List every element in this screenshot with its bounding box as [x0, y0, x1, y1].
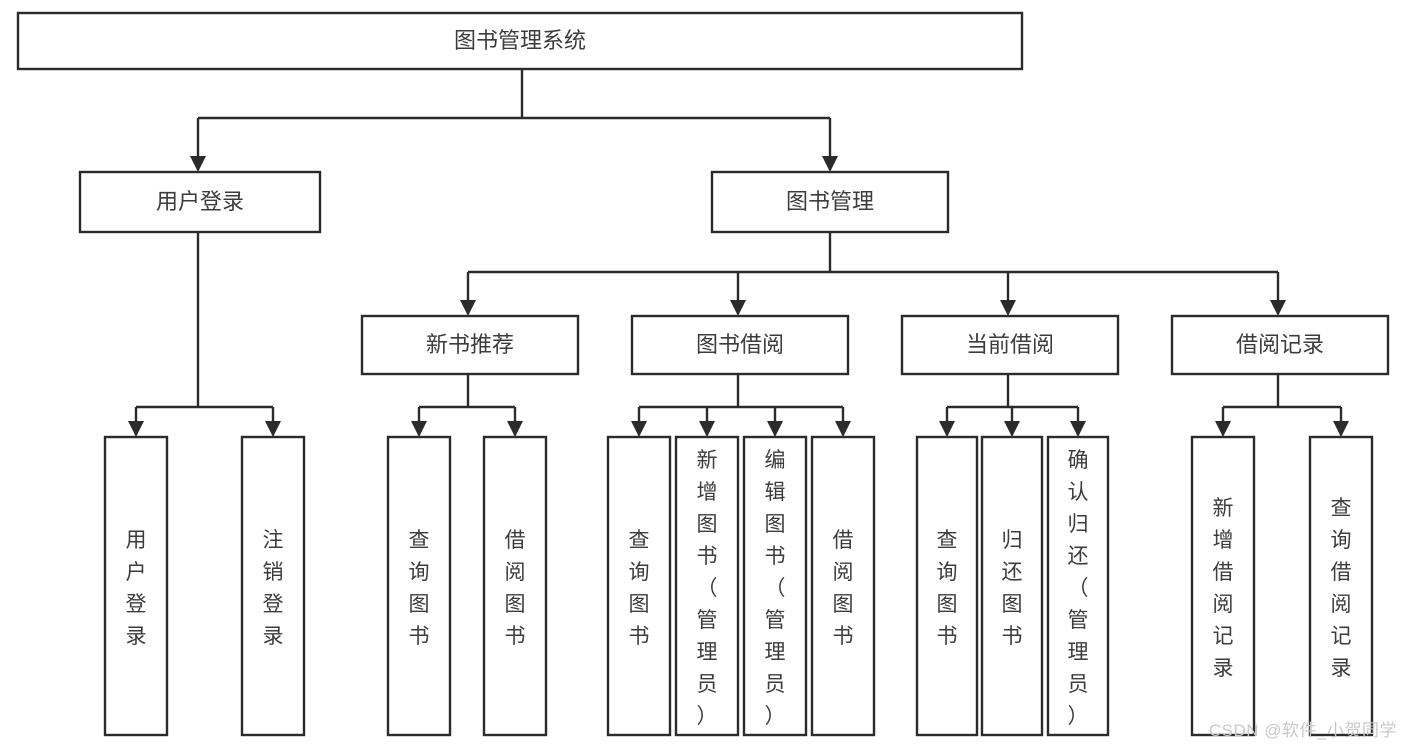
node-leaf-1[interactable]: 注销登录 [240, 435, 306, 737]
node-leaf-4-label: 查询图书 [629, 529, 650, 648]
node-level2-3-label: 借阅记录 [1236, 332, 1324, 357]
arrow-head-icon [939, 421, 955, 437]
connectors-layer [128, 69, 1349, 437]
node-leaf-9-box[interactable] [980, 435, 1044, 737]
node-leaf-3-label: 借阅图书 [505, 529, 526, 648]
arrow-head-icon [1000, 300, 1016, 316]
arrow-head-icon [1270, 300, 1286, 316]
arrow-head-icon [822, 156, 838, 172]
node-leaf-12-box[interactable] [1308, 435, 1374, 737]
node-level2-2[interactable]: 当前借阅 [900, 314, 1120, 376]
arrow-head-icon [1070, 421, 1086, 437]
arrow-head-icon [1215, 421, 1231, 437]
node-root-system-label: 图书管理系统 [454, 28, 586, 53]
node-level1-0-label: 用户登录 [156, 189, 244, 214]
node-leaf-2-label: 查询图书 [409, 529, 430, 648]
arrow-head-icon [128, 421, 144, 437]
node-leaf-6-box[interactable] [742, 435, 808, 737]
node-level2-1-label: 图书借阅 [696, 332, 784, 357]
arrow-head-icon [265, 421, 281, 437]
node-leaf-11-label: 新增借阅记录 [1213, 497, 1234, 680]
arrow-head-icon [699, 421, 715, 437]
node-leaf-1-label: 注销登录 [263, 529, 284, 648]
node-leaf-4-box[interactable] [606, 435, 672, 737]
node-level2-0-box[interactable] [360, 314, 580, 376]
node-level2-2-box[interactable] [900, 314, 1120, 376]
node-level2-0-label: 新书推荐 [426, 332, 514, 357]
node-leaf-10[interactable]: 确认归还（管理员） [1046, 435, 1110, 737]
arrow-head-icon [631, 421, 647, 437]
node-leaf-6-label: 编辑图书（管理员） [765, 449, 786, 728]
node-root-system-box[interactable] [16, 11, 1024, 71]
node-level2-3[interactable]: 借阅记录 [1170, 314, 1390, 376]
node-leaf-11-box[interactable] [1190, 435, 1256, 737]
node-leaf-4[interactable]: 查询图书 [606, 435, 672, 737]
node-level2-3-box[interactable] [1170, 314, 1390, 376]
arrow-head-icon [411, 421, 427, 437]
arrow-head-icon [460, 300, 476, 316]
arrow-head-icon [730, 300, 746, 316]
node-level1-0-box[interactable] [78, 170, 322, 234]
node-leaf-5[interactable]: 新增图书（管理员） [674, 435, 740, 737]
node-leaf-8-box[interactable] [915, 435, 979, 737]
node-leaf-12[interactable]: 查询借阅记录 [1308, 435, 1374, 737]
node-leaf-7-box[interactable] [810, 435, 876, 737]
arrow-head-icon [835, 421, 851, 437]
node-level2-2-label: 当前借阅 [966, 332, 1054, 357]
arrow-head-icon [190, 156, 206, 172]
node-level2-1-box[interactable] [630, 314, 850, 376]
node-leaf-8-label: 查询图书 [937, 529, 958, 648]
node-level2-1[interactable]: 图书借阅 [630, 314, 850, 376]
node-leaf-3-box[interactable] [482, 435, 548, 737]
node-leaf-3[interactable]: 借阅图书 [482, 435, 548, 737]
arrow-head-icon [767, 421, 783, 437]
node-level1-1[interactable]: 图书管理 [710, 170, 950, 234]
node-leaf-1-box[interactable] [240, 435, 306, 737]
node-level1-1-label: 图书管理 [786, 189, 874, 214]
node-leaf-2-box[interactable] [386, 435, 452, 737]
node-leaf-5-box[interactable] [674, 435, 740, 737]
node-leaf-7[interactable]: 借阅图书 [810, 435, 876, 737]
node-leaf-11[interactable]: 新增借阅记录 [1190, 435, 1256, 737]
arrow-head-icon [1004, 421, 1020, 437]
node-root-system[interactable]: 图书管理系统 [16, 11, 1024, 71]
node-leaf-0-label: 用户登录 [126, 529, 147, 648]
node-leaf-8[interactable]: 查询图书 [915, 435, 979, 737]
node-leaf-10-label: 确认归还（管理员） [1068, 449, 1089, 728]
node-leaf-0[interactable]: 用户登录 [103, 435, 169, 737]
node-leaf-7-label: 借阅图书 [833, 529, 854, 648]
arrow-head-icon [1333, 421, 1349, 437]
node-leaf-10-box[interactable] [1046, 435, 1110, 737]
node-level2-0[interactable]: 新书推荐 [360, 314, 580, 376]
node-leaf-2[interactable]: 查询图书 [386, 435, 452, 737]
nodes-layer: 图书管理系统用户登录图书管理新书推荐图书借阅当前借阅借阅记录用户登录注销登录查询… [16, 11, 1390, 737]
arrow-head-icon [507, 421, 523, 437]
node-leaf-9[interactable]: 归还图书 [980, 435, 1044, 737]
node-level1-1-box[interactable] [710, 170, 950, 234]
node-leaf-12-label: 查询借阅记录 [1331, 497, 1352, 680]
node-leaf-9-label: 归还图书 [1002, 529, 1023, 648]
node-leaf-6[interactable]: 编辑图书（管理员） [742, 435, 808, 737]
node-level1-0[interactable]: 用户登录 [78, 170, 322, 234]
node-leaf-5-label: 新增图书（管理员） [697, 449, 718, 728]
node-leaf-0-box[interactable] [103, 435, 169, 737]
